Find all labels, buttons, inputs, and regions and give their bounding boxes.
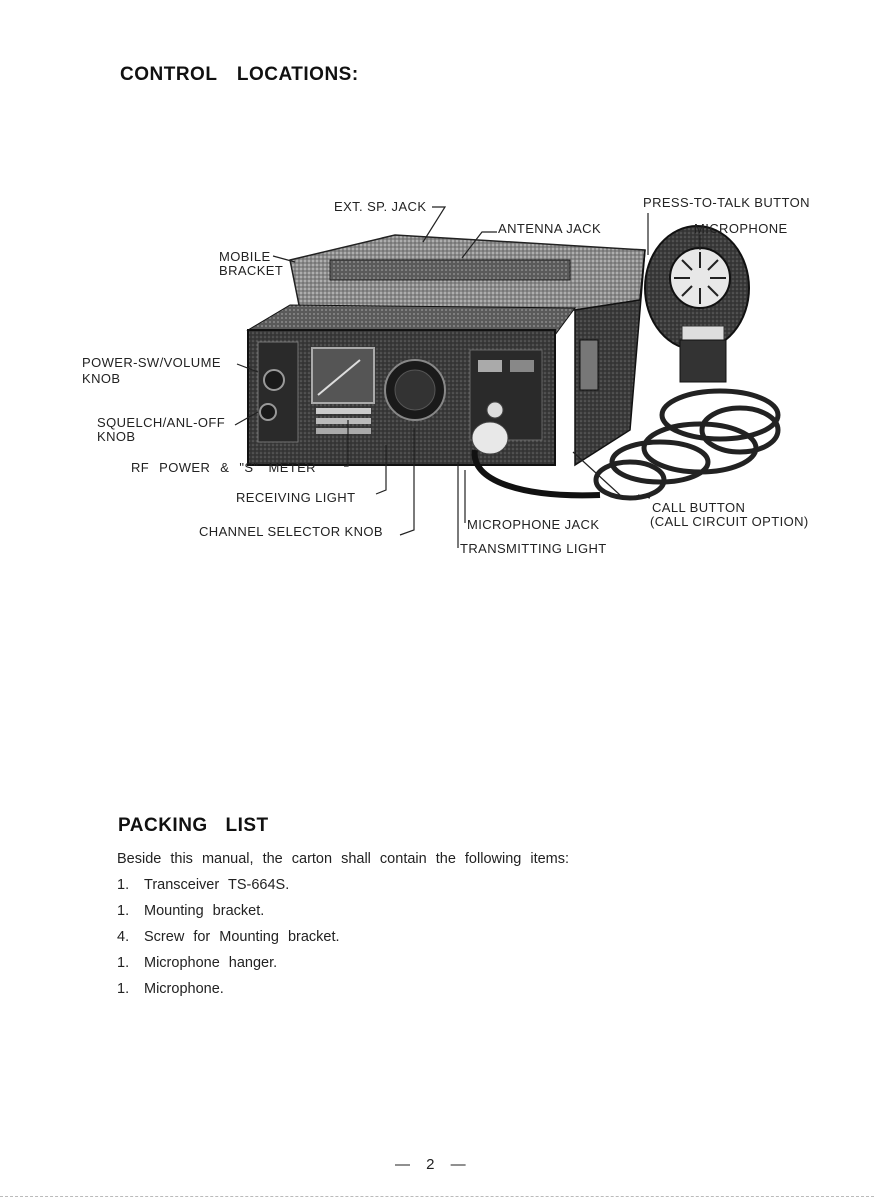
label-transmitting-light: TRANSMITTING LIGHT xyxy=(460,542,607,556)
label-call-circuit-option: (CALL CIRCUIT OPTION) xyxy=(650,515,809,529)
label-press-to-talk: PRESS-TO-TALK BUTTON xyxy=(643,196,810,210)
list-item: 1. Microphone hanger. xyxy=(117,950,569,976)
list-item: 4. Screw for Mounting bracket. xyxy=(117,924,569,950)
label-microphone: MICROPHONE xyxy=(694,222,788,236)
label-microphone-jack: MICROPHONE JACK xyxy=(467,518,599,532)
label-receiving-light: RECEIVING LIGHT xyxy=(236,491,355,505)
label-channel-selector: CHANNEL SELECTOR KNOB xyxy=(199,525,383,539)
label-power-sw: POWER-SW/VOLUME xyxy=(82,356,221,370)
bottom-edge-rule xyxy=(0,1196,874,1197)
label-squelch-knob: KNOB xyxy=(97,430,135,444)
list-item: 1. Microphone. xyxy=(117,976,569,1002)
packing-intro: Beside this manual, the carton shall con… xyxy=(117,846,569,872)
packing-list-heading: PACKING LIST xyxy=(118,815,269,837)
packing-list: Beside this manual, the carton shall con… xyxy=(117,846,569,1002)
label-power-sw-knob: KNOB xyxy=(82,372,120,386)
list-item: 1. Mounting bracket. xyxy=(117,898,569,924)
list-item: 1. Transceiver TS-664S. xyxy=(117,872,569,898)
label-ext-sp-jack: EXT. SP. JACK xyxy=(334,200,426,214)
page-number: — 2 — xyxy=(395,1156,472,1173)
label-rf-power-meter: RF POWER & "S" METER xyxy=(131,461,316,475)
label-call-button: CALL BUTTON xyxy=(652,501,745,515)
control-locations-heading: CONTROL LOCATIONS: xyxy=(120,64,359,86)
control-locations-figure: EXT. SP. JACK ANTENNA JACK PRESS-TO-TALK… xyxy=(0,180,874,580)
label-squelch: SQUELCH/ANL-OFF xyxy=(97,416,225,430)
label-mobile-bracket-2: BRACKET xyxy=(219,264,283,278)
label-mobile-bracket: MOBILE xyxy=(219,250,271,264)
label-antenna-jack: ANTENNA JACK xyxy=(498,222,601,236)
